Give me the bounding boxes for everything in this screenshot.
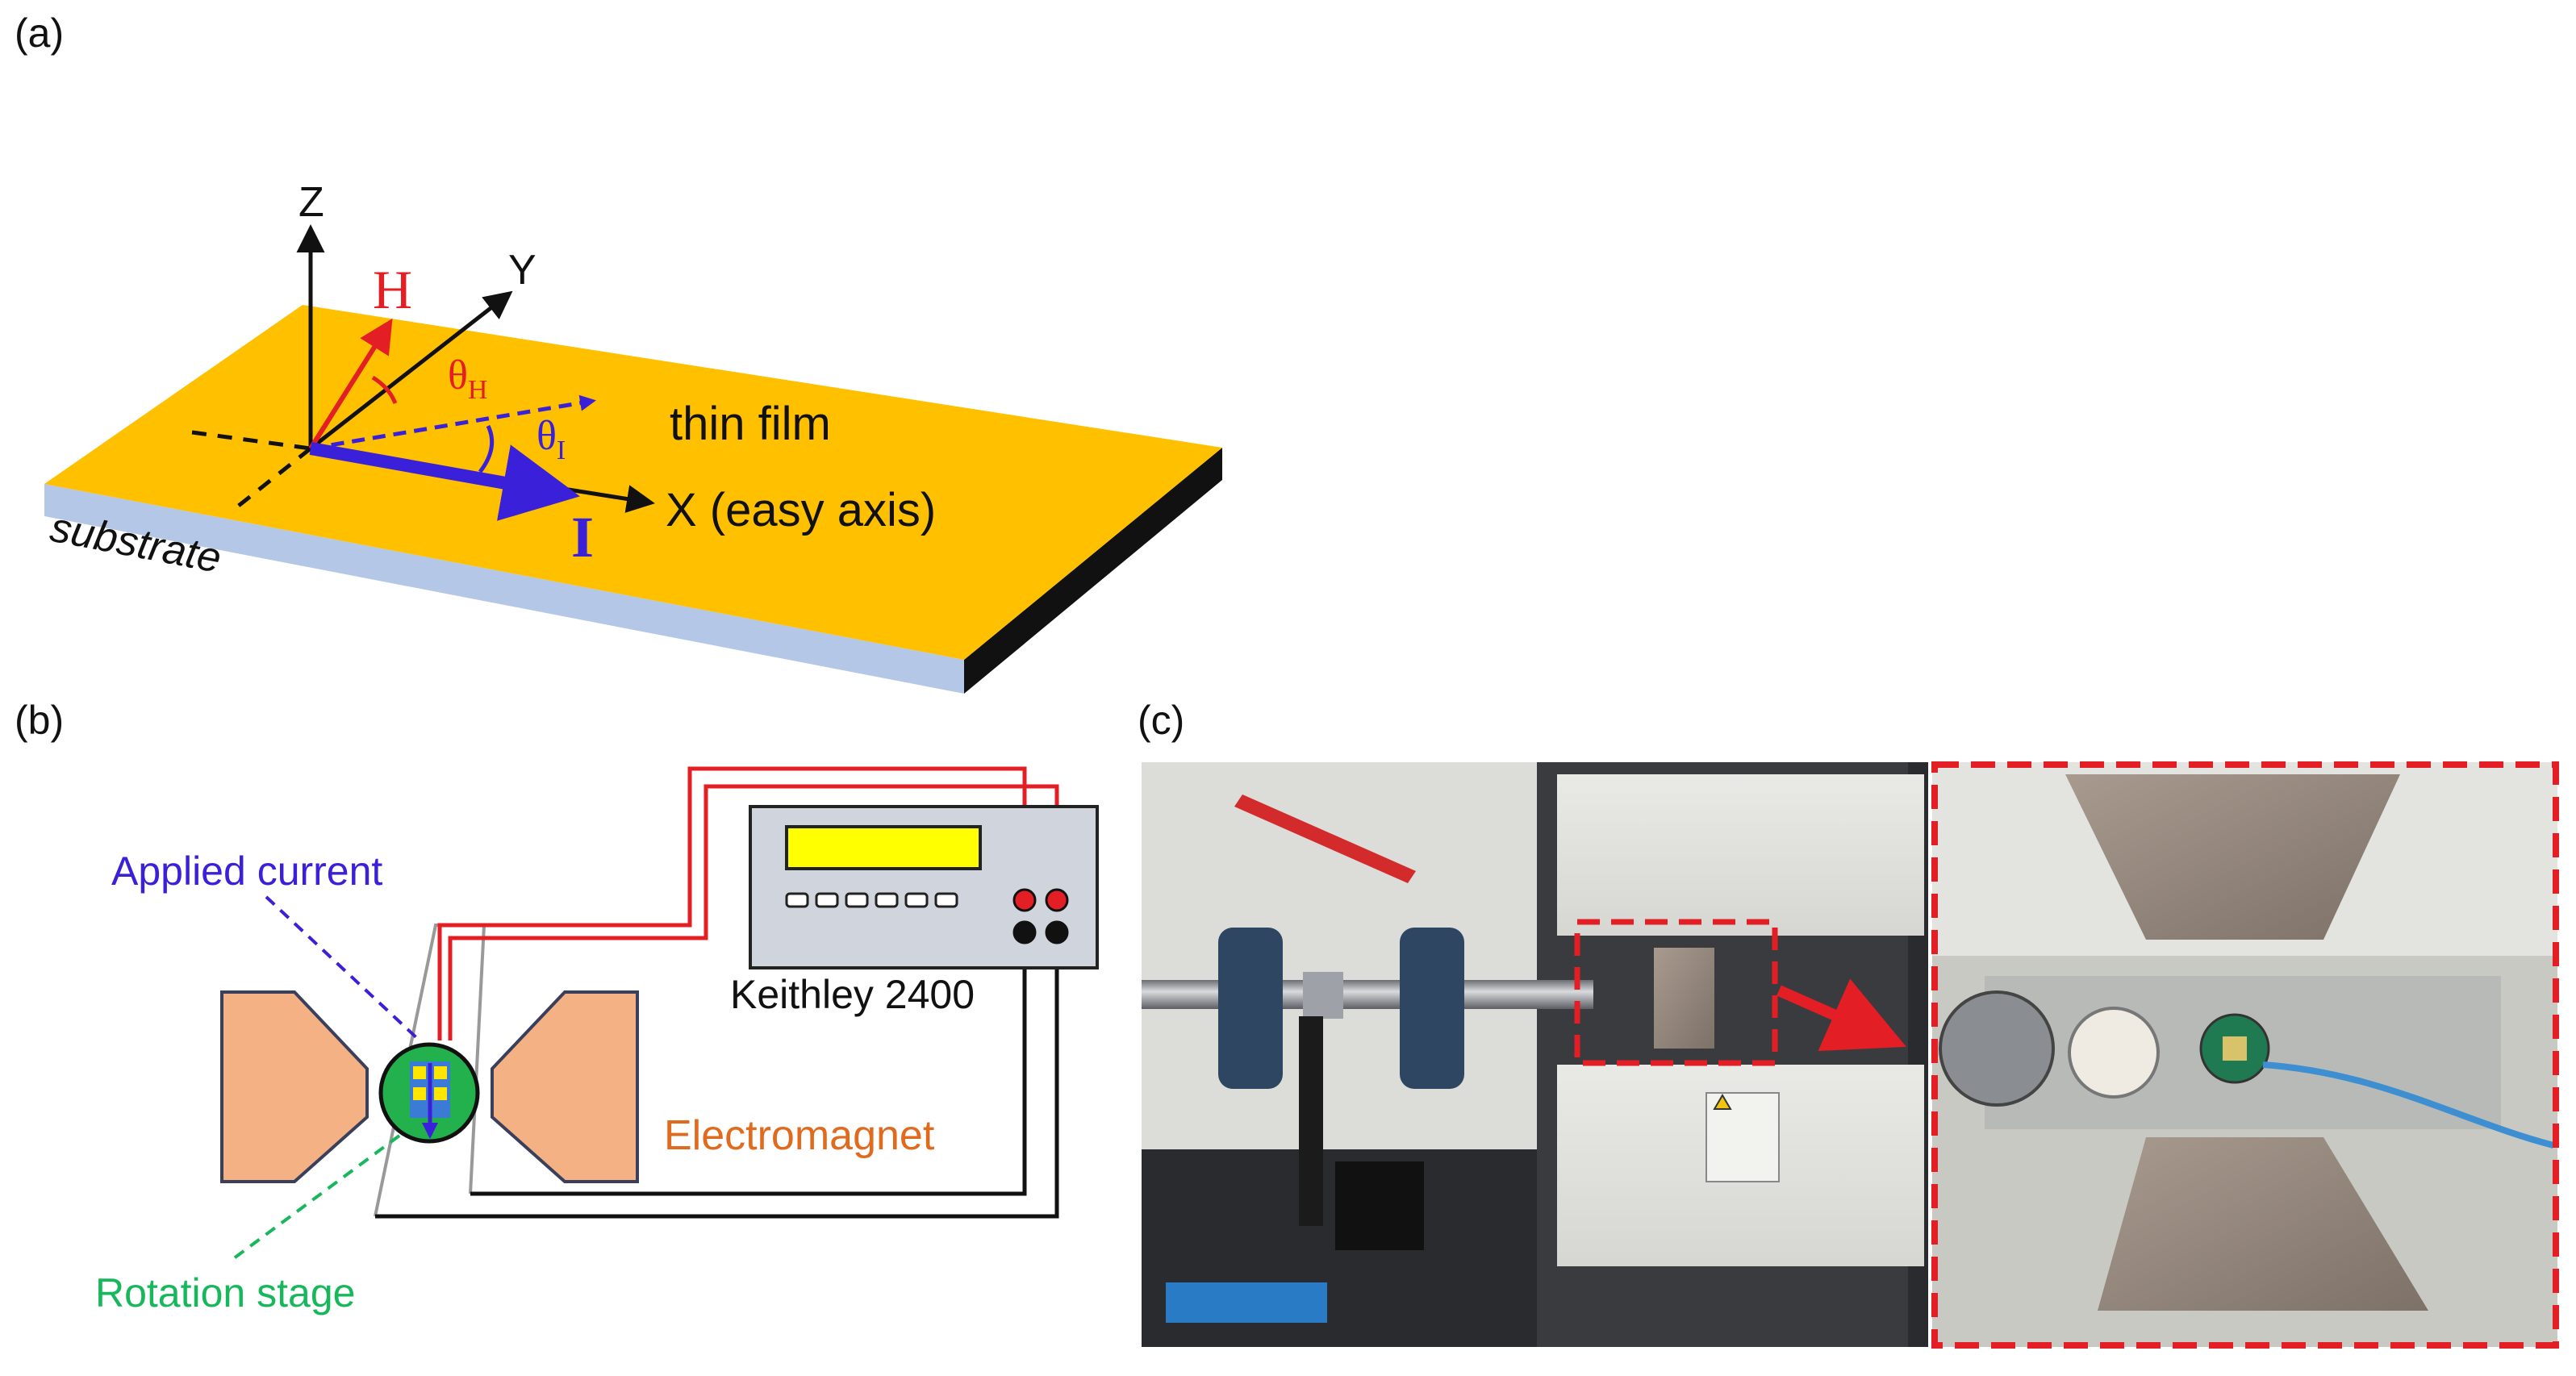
coupling <box>1303 972 1343 1019</box>
substrate-right-face <box>964 448 1222 694</box>
inset-pole-top <box>2065 774 2400 940</box>
callout-arrow <box>1776 978 1906 1052</box>
field-h-arrow <box>308 318 393 450</box>
current-i-label: I <box>571 505 594 569</box>
motor-driver <box>1166 1282 1327 1323</box>
panel-a-label: (a) <box>15 10 64 56</box>
panel-b-label: (b) <box>15 698 64 743</box>
zoom-inset <box>1932 762 2557 1347</box>
rotation-stage-leader <box>232 1134 401 1260</box>
terminal-red-1 <box>1012 888 1037 912</box>
y-axis <box>309 290 513 450</box>
terminal-black-1 <box>1012 920 1037 944</box>
substrate-front-face <box>44 484 964 694</box>
x-axis-dashed-back <box>191 430 311 451</box>
theta-i-label: θI <box>536 413 566 465</box>
panel-a: (a) Z Y X (easy axis) H I θH θI thin fil… <box>15 10 1222 694</box>
axis-z-label: Z <box>299 179 324 226</box>
bearing-block-1 <box>1218 928 1283 1089</box>
stepper-motor <box>1335 1161 1424 1250</box>
film-label: thin film <box>670 398 831 450</box>
electromagnet-label: Electromagnet <box>664 1112 935 1159</box>
keithley-button-4 <box>875 892 899 908</box>
rotation-shaft <box>1142 980 1593 1009</box>
contact-pad-2 <box>434 1066 447 1079</box>
red-tool <box>1234 794 1416 883</box>
keithley-button-3 <box>845 892 869 908</box>
zoom-inset-border <box>1931 761 2559 1349</box>
right-pole-piece <box>491 990 639 1183</box>
panel-b: (b) Appli <box>15 698 1099 1316</box>
contact-pad-1 <box>413 1066 426 1079</box>
field-h-label: H <box>373 259 412 320</box>
keithley-button-1 <box>785 892 809 908</box>
terminal-red-2 <box>1045 888 1069 912</box>
black-wire-inner <box>470 936 1027 1196</box>
pole-piece-photo <box>1654 948 1714 1049</box>
theta-h-arc <box>371 375 398 404</box>
drive-belt <box>1299 1016 1323 1226</box>
keithley-label: Keithley 2400 <box>730 972 975 1017</box>
inset-gear <box>2068 1007 2160 1099</box>
current-direction-dashed <box>310 394 596 451</box>
magnet-housing-top <box>1557 774 1924 936</box>
contact-pad-3 <box>413 1087 426 1100</box>
inset-bearing <box>1939 990 2055 1107</box>
keithley-button-6 <box>934 892 958 908</box>
current-i-arrow <box>309 442 580 521</box>
bearing-block-2 <box>1400 928 1464 1089</box>
left-pole-piece <box>220 990 369 1183</box>
axis-y-label: Y <box>508 247 536 294</box>
keithley-button-5 <box>904 892 929 908</box>
applied-current-label: Applied current <box>111 849 382 894</box>
setup-photograph <box>1142 762 1928 1347</box>
rotation-stage-label: Rotation stage <box>95 1270 355 1316</box>
applied-current-leader <box>265 895 421 1042</box>
theta-i-subscript: I <box>557 436 566 465</box>
terminal-black-2 <box>1045 920 1069 944</box>
warning-triangle <box>1713 1094 1732 1110</box>
keithley-display <box>785 825 982 870</box>
theta-i-arc <box>478 424 495 473</box>
panel-c: (c) <box>1138 698 2559 1349</box>
film-top-face <box>44 305 1222 660</box>
red-wire-outer <box>437 766 1027 1040</box>
inset-cable <box>2262 1061 2555 1149</box>
inset-sample <box>2223 1036 2247 1061</box>
black-wire-outer <box>375 936 1059 1219</box>
keithley-button-2 <box>815 892 839 908</box>
theta-h-subscript: H <box>468 375 488 405</box>
panel-c-label: (c) <box>1138 698 1184 743</box>
theta-h-label: θH <box>448 352 487 405</box>
axis-x-label: X (easy axis) <box>666 484 936 536</box>
y-axis-dashed-back <box>234 447 312 510</box>
inset-pole-bottom <box>2098 1137 2428 1311</box>
contact-pad-4 <box>434 1087 447 1100</box>
